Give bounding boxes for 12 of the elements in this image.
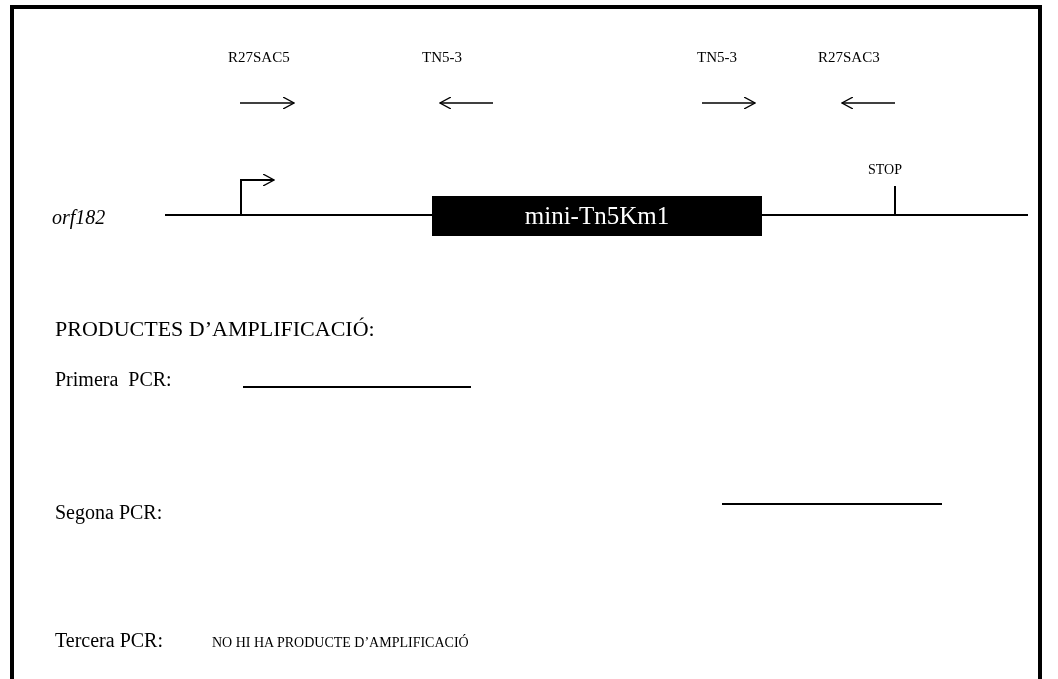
section-heading: PRODUCTES D’AMPLIFICACIÓ: bbox=[55, 318, 375, 340]
primer-name: TN5-3 bbox=[422, 50, 462, 65]
primer-name: R27SAC3 bbox=[818, 50, 880, 65]
pcr-label: Segona PCR: bbox=[55, 502, 163, 522]
result-note: NO HI HA PRODUCTE D’AMPLIFICACIÓ bbox=[212, 636, 469, 650]
primer-name: TN5-3 bbox=[697, 50, 737, 65]
stop-label: STOP bbox=[868, 163, 902, 177]
primer-name: R27SAC5 bbox=[228, 50, 290, 65]
pcr-label: Tercera PCR: bbox=[55, 630, 163, 650]
pcr-label: Primera PCR: bbox=[55, 369, 172, 389]
transposon-box: mini-Tn5Km1 bbox=[432, 196, 762, 236]
gene-name: orf182 bbox=[52, 207, 106, 227]
